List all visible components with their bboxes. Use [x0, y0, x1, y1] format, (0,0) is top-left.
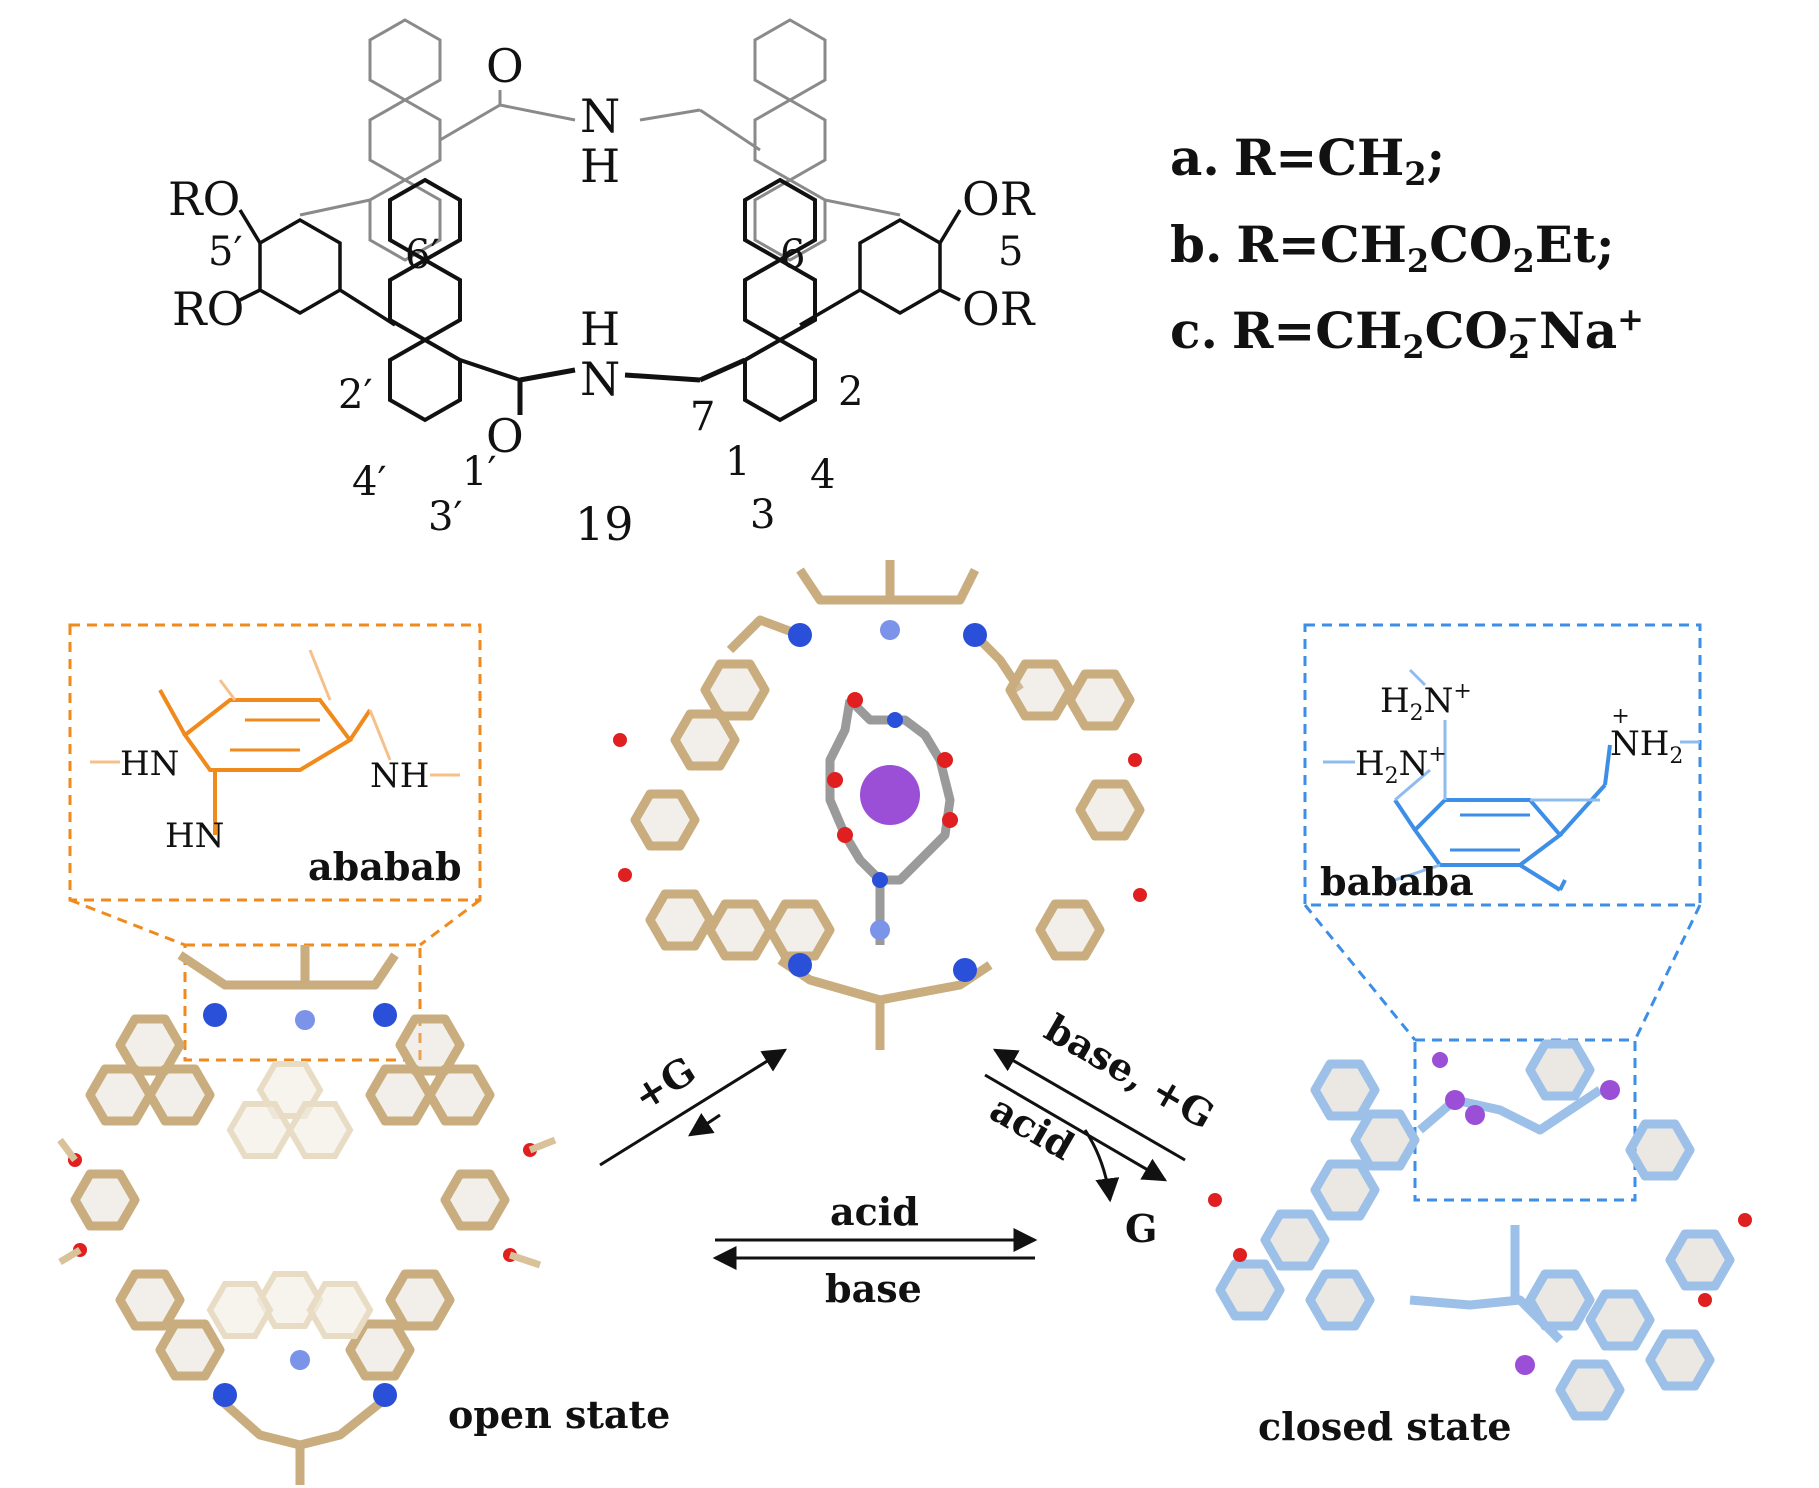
- position-3: 3: [750, 492, 775, 538]
- atom-n-top: N: [580, 89, 620, 143]
- label-base-plus-g: base, +G: [1037, 1005, 1222, 1138]
- ababab-hn-bottom: HN: [165, 816, 224, 856]
- label-acid-diagonal: acid: [983, 1086, 1082, 1169]
- bababa-nh2-right: NH2+: [1610, 704, 1683, 769]
- arrow-complex-to-closed: [984, 1073, 1168, 1182]
- inset-ababab: HN NH HN ababab: [68, 623, 482, 1062]
- arrow-guest-release: [1083, 1129, 1120, 1203]
- atom-n-bottom: N: [580, 352, 620, 406]
- atom-ro-top-left: RO: [168, 172, 240, 226]
- inset-bababa: H2N+ H2N+ NH2+ bababa: [1303, 623, 1702, 1202]
- arrow-open-to-complex: [599, 1048, 788, 1167]
- bababa-h2n-mid: H2N+: [1355, 742, 1447, 789]
- open-state-cage: [57, 945, 557, 1485]
- position-1-prime: 1′: [462, 449, 497, 495]
- inset-ababab-frame: [68, 623, 482, 902]
- variant-b: b.R=CH2CO2Et;: [1170, 215, 1614, 280]
- compound-number: 19: [575, 497, 634, 551]
- variant-c: c.R=CH2CO2−Na+: [1170, 300, 1644, 366]
- ababab-core: [90, 649, 460, 835]
- r-group-variants: a.R=CH2; b.R=CH2CO2Et; c.R=CH2CO2−Na+: [1170, 128, 1644, 366]
- position-1: 1: [725, 439, 750, 485]
- arrow-closed-to-complex: [992, 1048, 1186, 1162]
- position-4-prime: 4′: [352, 459, 387, 505]
- host-guest-complex: [613, 560, 1147, 1050]
- position-5-prime: 5′: [208, 229, 243, 275]
- arrow-complex-to-open: [688, 1113, 721, 1137]
- label-g-released: G: [1125, 1206, 1157, 1251]
- position-6: 6: [780, 232, 805, 278]
- right-aryl-ring: [799, 209, 962, 327]
- position-4: 4: [810, 452, 835, 498]
- label-base: base: [825, 1266, 922, 1311]
- metal-ion-guest: [860, 765, 920, 825]
- ababab-nh-right: NH: [370, 756, 429, 796]
- variant-a: a.R=CH2;: [1170, 128, 1445, 193]
- ababab-label: ababab: [308, 844, 462, 889]
- inset-ababab-zoom-box: [183, 943, 422, 1062]
- bababa-h2n-top: H2N+: [1380, 679, 1472, 726]
- reaction-arrows: +G acid base base, +G acid G: [599, 1005, 1222, 1311]
- label-acid: acid: [830, 1189, 919, 1234]
- position-2-prime: 2′: [338, 372, 373, 418]
- position-3-prime: 3′: [428, 494, 463, 540]
- left-aryl-ring: [238, 209, 396, 327]
- position-5: 5: [998, 229, 1023, 275]
- inset-bababa-zoom-box: [1413, 1038, 1637, 1202]
- open-state-label: open state: [448, 1392, 670, 1437]
- position-2: 2: [838, 369, 863, 415]
- position-6-prime: 6′: [405, 232, 440, 278]
- ababab-hn-left: HN: [120, 744, 179, 784]
- inset-bababa-frame: [1303, 623, 1702, 907]
- back-bonds: [299, 18, 901, 262]
- atom-or-bottom-right: OR: [962, 282, 1036, 336]
- atom-h-top: H: [580, 139, 620, 193]
- left-front-anthracene: [388, 177, 521, 423]
- bottom-amide-bridge: [517, 357, 747, 415]
- atom-ro-bottom-left: RO: [172, 282, 244, 336]
- atom-o-top: O: [486, 39, 524, 93]
- closed-state-label: closed state: [1258, 1404, 1512, 1449]
- position-7: 7: [690, 394, 715, 440]
- atom-or-top-right: OR: [962, 172, 1036, 226]
- atom-h-bottom: H: [580, 302, 620, 356]
- bababa-label: bababa: [1320, 859, 1474, 904]
- closed-state-cage: [1208, 1044, 1752, 1416]
- chemical-structure-19: O N H H N O RO RO OR OR 5′ 6′ 2′ 4′ 3′ 1…: [168, 18, 1036, 551]
- bababa-core: [1323, 668, 1700, 892]
- atom-o-bottom: O: [486, 409, 524, 463]
